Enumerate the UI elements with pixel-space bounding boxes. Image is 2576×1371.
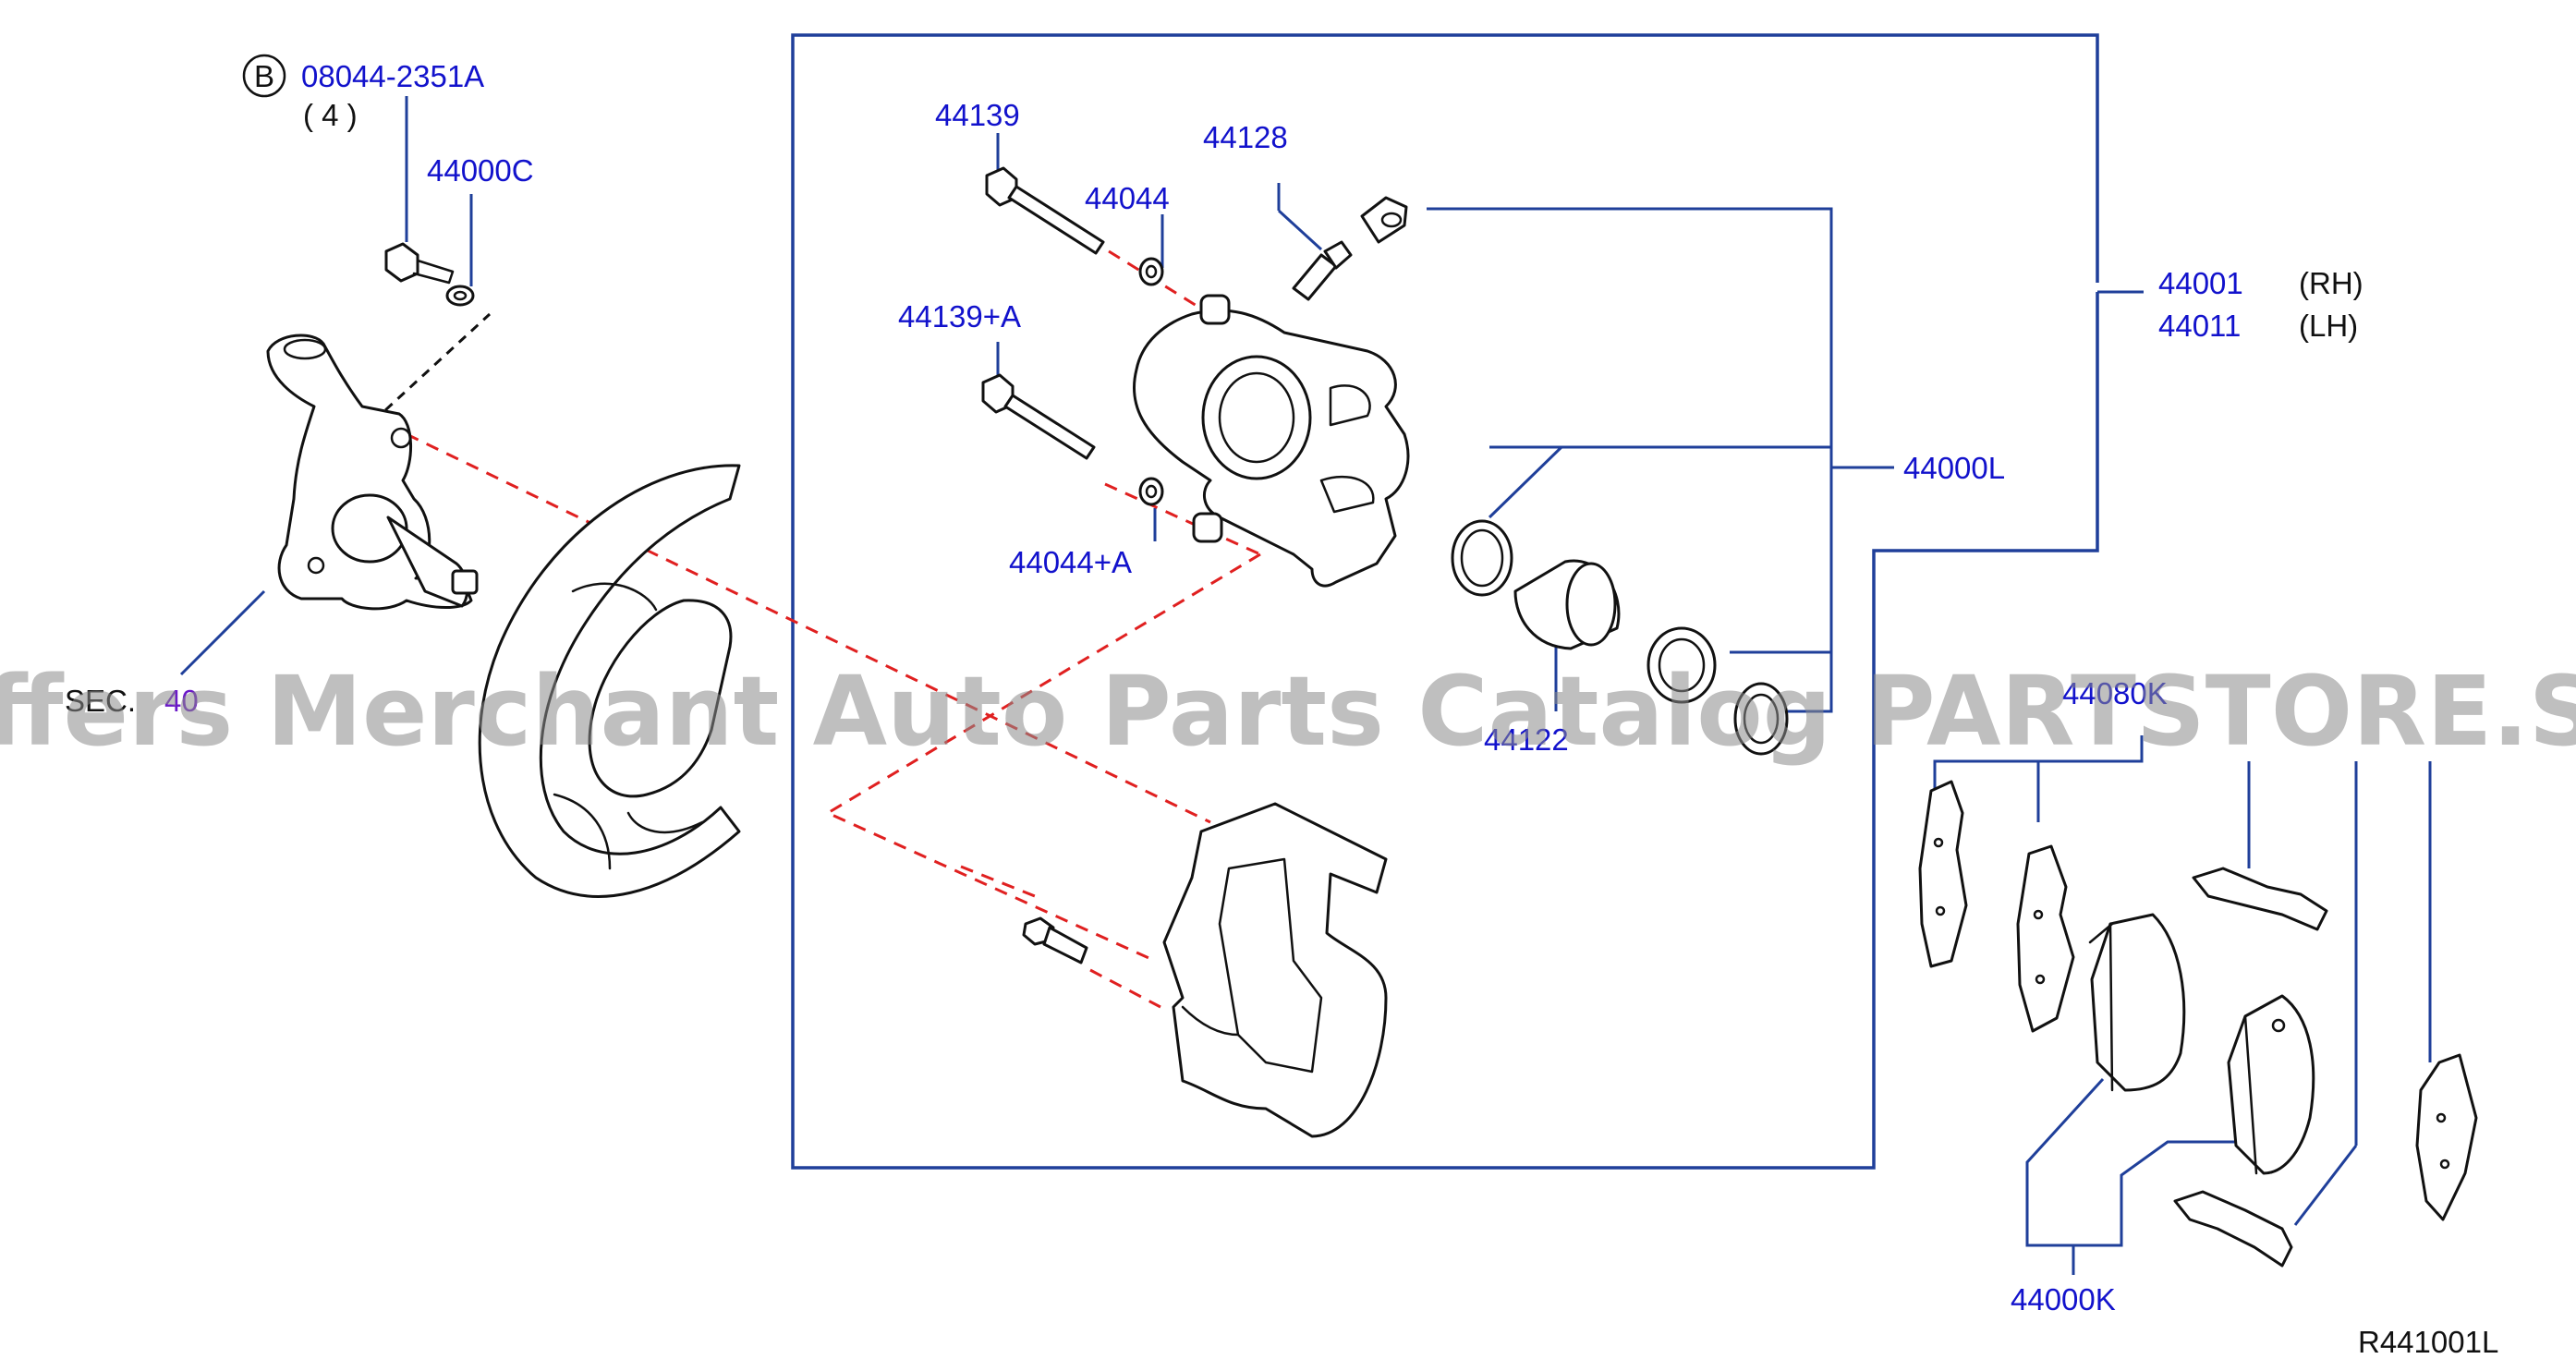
piston bbox=[1513, 559, 1621, 650]
steering-knuckle bbox=[266, 334, 479, 611]
pad-clip-lower bbox=[2173, 1190, 2293, 1268]
caliper-bracket bbox=[1162, 802, 1388, 1138]
label-pad-kit: 44080K bbox=[2062, 676, 2168, 710]
caliper-assembly-frame bbox=[791, 33, 2144, 1170]
boot-upper bbox=[1138, 257, 1164, 286]
dust-shield bbox=[478, 464, 741, 898]
label-caliper-lh-side: (LH) bbox=[2299, 309, 2358, 343]
label-boot-upper: 44044 bbox=[1085, 181, 1170, 215]
label-washer: 44000C bbox=[427, 153, 534, 188]
guide-pin-lower bbox=[981, 373, 1096, 460]
label-boot-lower: 44044+A bbox=[1009, 545, 1132, 579]
label-sec-prefix: SEC. bbox=[65, 684, 136, 718]
label-pin-lower: 44139+A bbox=[898, 299, 1021, 334]
label-hardware-kit: 44000K bbox=[2011, 1282, 2116, 1316]
pad-kit-leader-lines bbox=[1933, 735, 2432, 1226]
drawing-code: R441001L bbox=[2358, 1325, 2498, 1359]
label-piston: 44122 bbox=[1484, 722, 1569, 757]
outer-shim-2 bbox=[2016, 844, 2075, 1033]
pad-clip-upper bbox=[2192, 867, 2328, 931]
mounting-bolt bbox=[384, 242, 455, 285]
piston-boot bbox=[1646, 626, 1789, 756]
inner-shim bbox=[2415, 1053, 2478, 1221]
label-pin-upper: 44139 bbox=[935, 98, 1020, 132]
brake-pad-outer bbox=[2088, 913, 2186, 1092]
label-caliper-lh: 44011 bbox=[2158, 309, 2241, 343]
callout-letter: B bbox=[254, 59, 274, 93]
caliper-body bbox=[1132, 294, 1410, 588]
label-seal-kit: 44000L bbox=[1903, 451, 2005, 485]
guide-pin-upper bbox=[985, 166, 1105, 255]
left-leader-lines bbox=[179, 96, 1558, 711]
boot-lower bbox=[1138, 477, 1164, 506]
callout-circle-icon bbox=[242, 54, 286, 98]
label-bolt: 08044-2351A bbox=[301, 59, 484, 93]
bolt-callout: B 08044-2351A ( 4 ) bbox=[242, 54, 484, 132]
label-caliper-rh-side: (RH) bbox=[2299, 266, 2363, 300]
label-bolt-qty: ( 4 ) bbox=[303, 98, 358, 132]
label-sec-number: 40 bbox=[164, 684, 199, 718]
watermark: Offers Merchant Auto Parts Catalog PARTS… bbox=[0, 655, 2576, 768]
bracket-bolt bbox=[1022, 916, 1088, 965]
outer-shim-1 bbox=[1918, 780, 1968, 968]
hardware-kit-leader-lines bbox=[2025, 1077, 2247, 1275]
brake-pad-inner bbox=[2227, 994, 2315, 1175]
label-bleeder: 44128 bbox=[1203, 120, 1288, 154]
washer-44000c bbox=[445, 285, 475, 307]
label-caliper-rh: 44001 bbox=[2158, 266, 2243, 300]
piston-seal bbox=[1451, 519, 1513, 597]
bleeder-screw bbox=[1292, 196, 1408, 301]
seal-kit-leader-lines bbox=[1427, 207, 1894, 713]
